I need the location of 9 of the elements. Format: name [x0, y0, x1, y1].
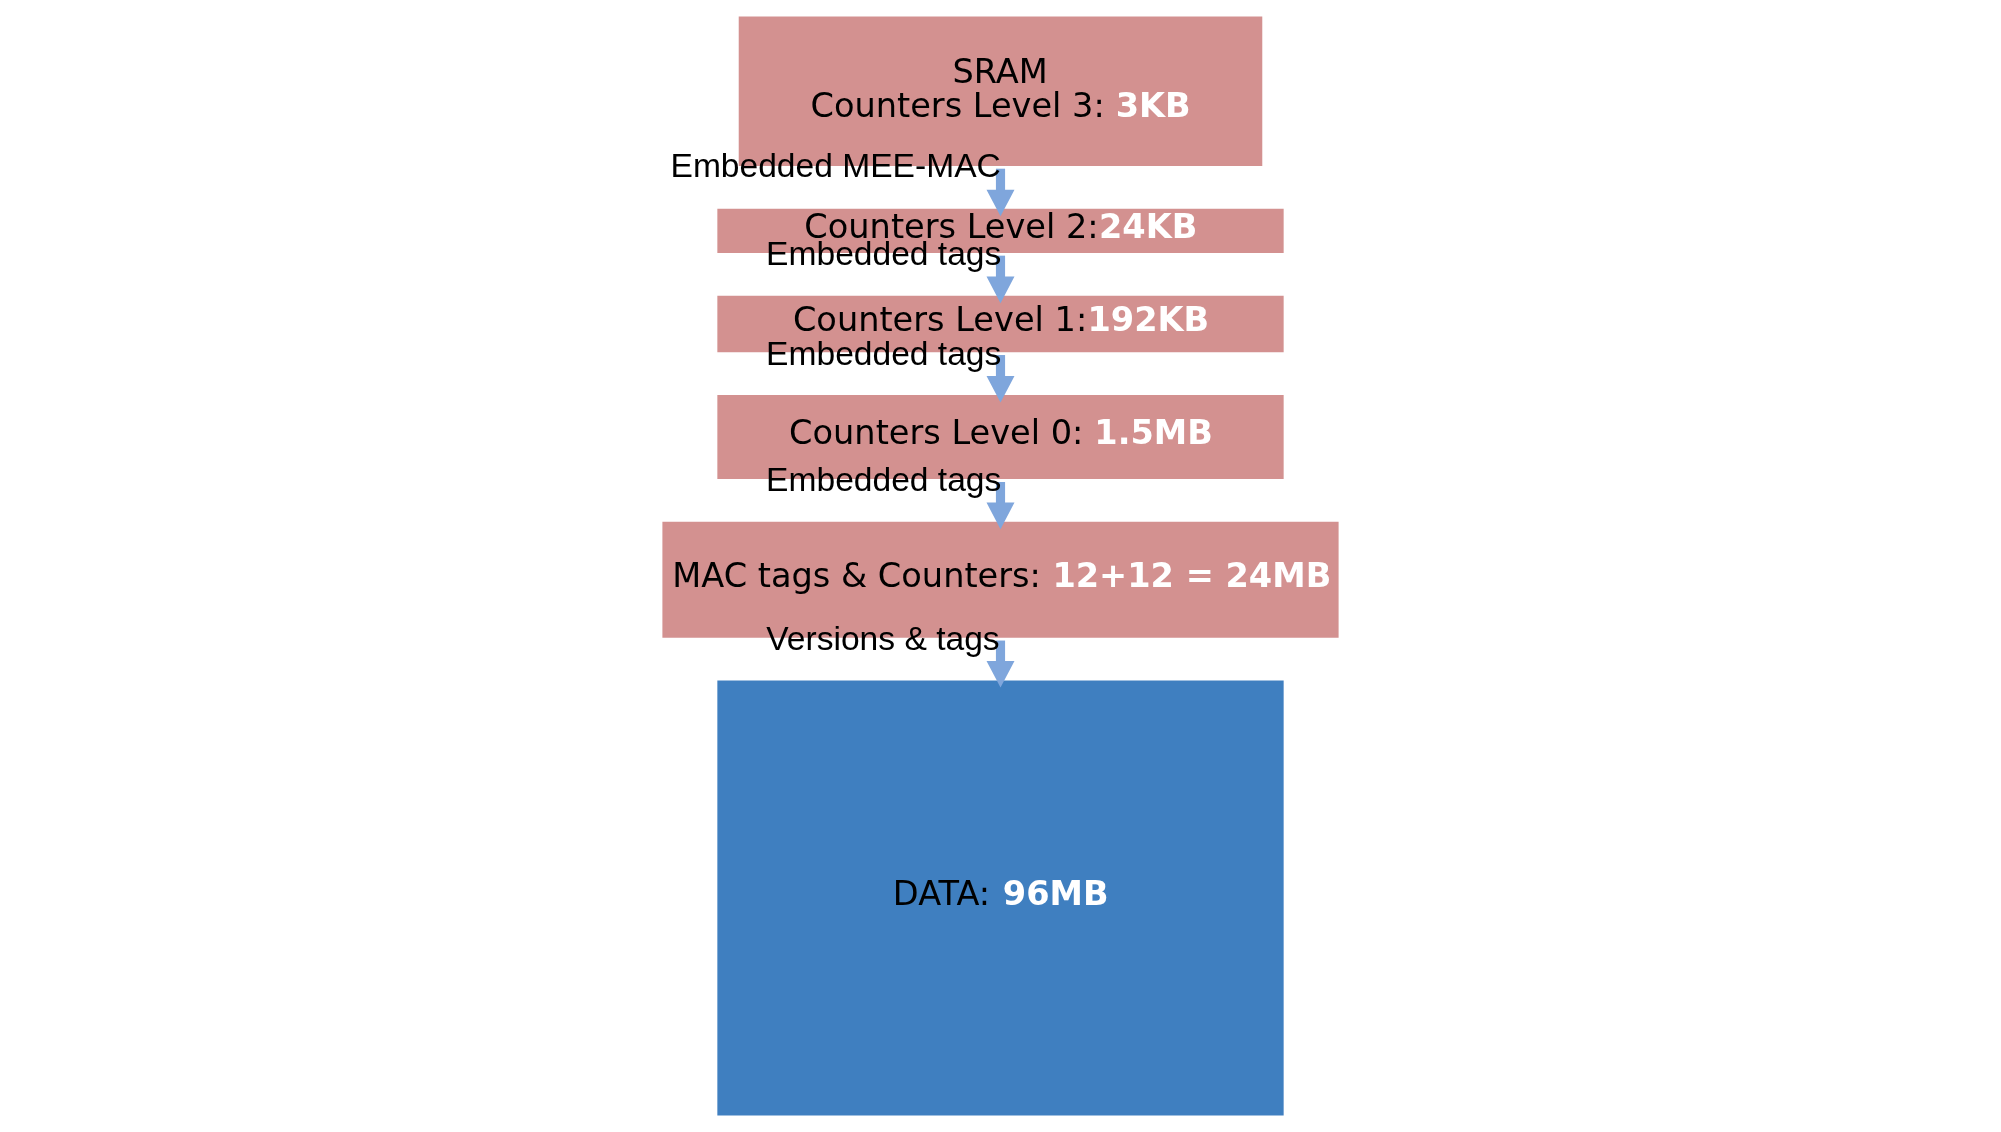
- edge-label: Embedded tags: [766, 334, 1002, 372]
- edge-label: Embedded MEE-MAC: [670, 147, 1001, 185]
- arrow: [986, 168, 1015, 217]
- arrow: [986, 481, 1015, 530]
- edge-label: Versions & tags: [766, 619, 1000, 657]
- edge-label: Embedded tags: [766, 460, 1002, 498]
- arrow: [986, 355, 1015, 403]
- arrow: [986, 640, 1015, 688]
- arrow: [986, 255, 1015, 304]
